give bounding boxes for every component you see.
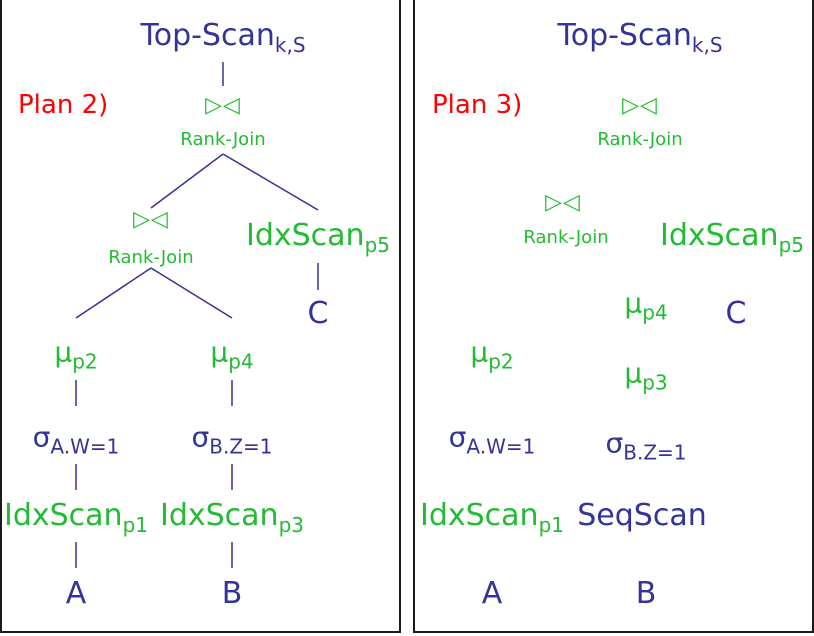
rank-join-symbol-icon: ▷◁ [622,93,658,118]
plan-3-panel [413,0,814,633]
edge-p2-rankjoin-mu2 [75,267,152,319]
idxscan-p5-operator: IdxScanp5 [245,218,391,257]
relation-c: C [307,296,329,331]
rank-join-symbol-icon: ▷◁ [545,190,581,215]
relation-c: C [725,296,747,331]
rank-join-label: Rank-Join [597,129,683,150]
rank-join-label: Rank-Join [523,227,609,248]
seqscan-operator: SeqScan [577,498,707,533]
mu-p4-operator: μp4 [210,335,254,374]
sigma-b-operator: σB.Z=1 [605,426,687,465]
plan-2-panel [0,0,401,633]
idxscan-p5-operator: IdxScanp5 [659,218,805,257]
mu-p2-operator: μp2 [54,335,98,374]
mu-p4-operator: μp4 [624,286,668,325]
plan-3-label: Plan 3) [432,90,523,120]
sigma-b-operator: σB.Z=1 [191,420,273,459]
edge-p2-rankjoin-mu4 [150,267,233,319]
top-scan-operator: Top-Scank,S [140,18,306,57]
relation-a: A [481,576,503,611]
top-scan-operator: Top-Scank,S [557,18,723,57]
idxscan-p1-operator: IdxScanp1 [3,498,149,537]
mu-p3-operator: μp3 [624,356,668,395]
relation-b: B [635,576,657,611]
rank-join-label: Rank-Join [108,247,194,268]
rank-join-symbol-icon: ▷◁ [205,93,241,118]
mu-p2-operator: μp2 [470,335,514,374]
sigma-a-operator: σA.W=1 [448,420,536,459]
rank-join-label: Rank-Join [180,129,266,150]
idxscan-p3-operator: IdxScanp3 [159,498,305,537]
edge-p2-rankjoin-idxscan5 [222,153,319,211]
plan-2-label: Plan 2) [18,90,109,120]
edge-p2-rankjoin-rankjoin [150,153,224,209]
sigma-a-operator: σA.W=1 [32,420,120,459]
relation-b: B [221,576,243,611]
relation-a: A [65,576,87,611]
idxscan-p1-operator: IdxScanp1 [419,498,565,537]
rank-join-symbol-icon: ▷◁ [133,207,169,232]
